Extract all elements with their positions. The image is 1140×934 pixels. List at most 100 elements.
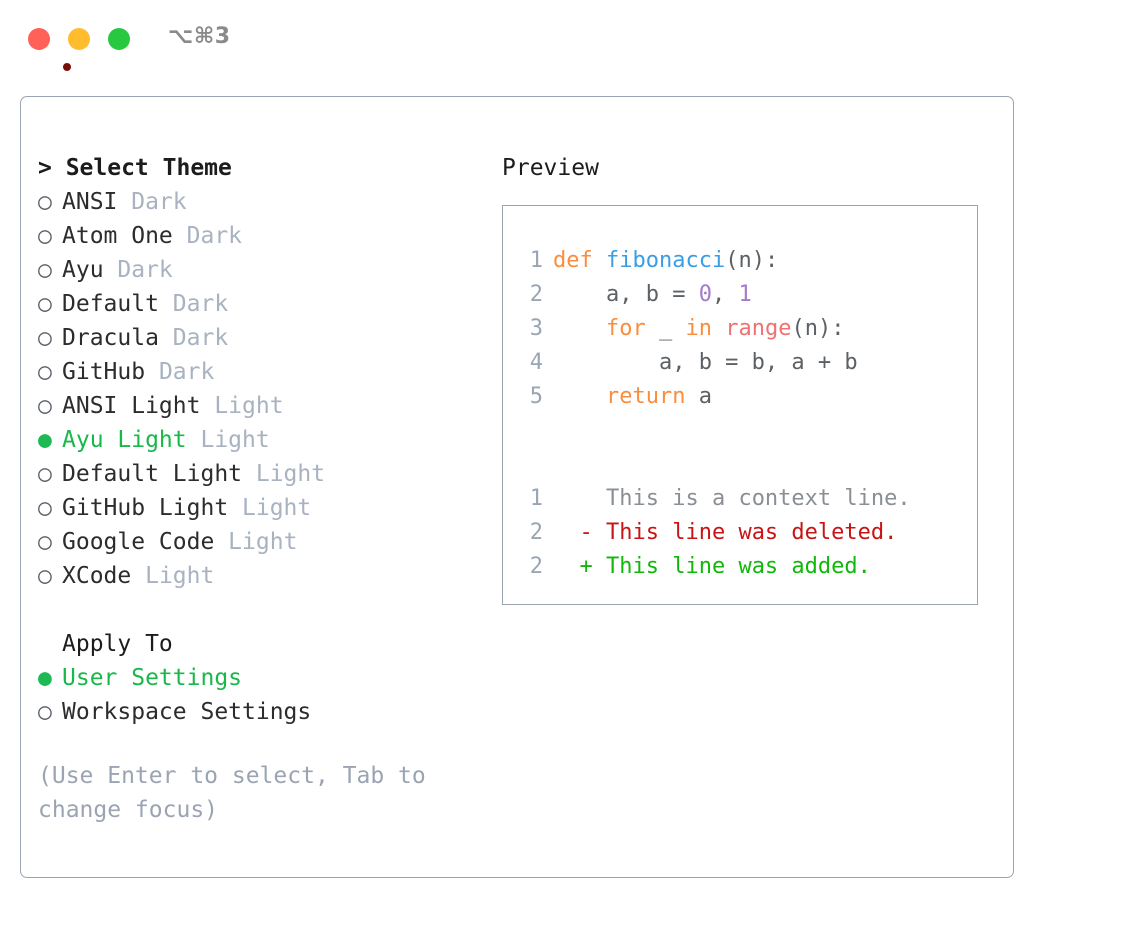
code-token: (n): [791, 316, 845, 341]
theme-option-tag: Light [228, 495, 312, 521]
radio-unselected-icon: ○ [38, 223, 52, 249]
radio-selected-icon: ● [38, 427, 52, 453]
theme-option-default[interactable]: ○ Default Dark [38, 287, 478, 321]
close-button[interactable] [28, 28, 71, 71]
theme-option-ayu[interactable]: ○Ayu Dark [38, 253, 478, 287]
theme-option-label: Default Light [62, 461, 243, 487]
code-line: 4 a, b = b, a + b [521, 346, 977, 380]
theme-option-label: Dracula [62, 325, 159, 351]
theme-option-tag: Dark [172, 223, 243, 249]
theme-option-label: ANSI Light [62, 393, 201, 419]
preview-title: Preview [502, 155, 599, 181]
radio-unselected-icon: ○ [38, 699, 52, 725]
theme-option-tag: Light [200, 393, 284, 419]
diff-marker: - [553, 520, 593, 545]
diff-line-number: 2 [529, 554, 543, 579]
recording-indicator-icon [63, 63, 71, 71]
theme-option-label: Atom One [62, 223, 173, 249]
select-theme-header: > Select Theme [38, 155, 232, 181]
code-token: (n): [725, 248, 779, 273]
radio-selected-icon: ● [38, 665, 52, 691]
code-token: a [685, 384, 712, 409]
diff-line-number: 1 [529, 486, 543, 511]
theme-selector-panel: > Select Theme ○ANSI Dark○Atom One Dark○… [38, 151, 478, 827]
code-line: 2 a, b = 0, 1 [521, 278, 977, 312]
theme-option-xcode[interactable]: ○XCode Light [38, 559, 478, 593]
code-token: in [685, 316, 712, 341]
theme-option-list: ○ANSI Dark○Atom One Dark○Ayu Dark○Defaul… [38, 185, 478, 593]
theme-option-ansi[interactable]: ○ANSI Dark [38, 185, 478, 219]
apply-to-option-label: Workspace Settings [62, 699, 312, 725]
code-line-number: 2 [529, 282, 543, 307]
maximize-button[interactable] [108, 28, 130, 50]
diff-line: 2 - This line was deleted. [521, 516, 977, 550]
diff-line-text: This line was added. [592, 554, 871, 579]
theme-option-tag: Light [186, 427, 270, 453]
code-token: a, b = b, a + b [553, 350, 858, 375]
code-line-number: 4 [529, 350, 543, 375]
theme-option-github[interactable]: ○GitHub Dark [38, 355, 478, 389]
code-token [712, 316, 725, 341]
code-line: 3 for _ in range(n): [521, 312, 977, 346]
apply-to-option-list: ● User Settings ○ Workspace Settings [38, 661, 478, 729]
window-title: ⌥⌘3 [168, 24, 231, 49]
theme-option-default-light[interactable]: ○Default Light Light [38, 457, 478, 491]
radio-unselected-icon: ○ [38, 189, 52, 215]
diff-line-text: This is a context line. [592, 486, 911, 511]
list-spacer [38, 593, 478, 627]
theme-option-label: Ayu [62, 257, 104, 283]
radio-unselected-icon: ○ [38, 359, 52, 385]
diff-sample: 1 This is a context line.2 - This line w… [521, 482, 977, 584]
diff-marker [553, 486, 593, 511]
radio-unselected-icon: ○ [38, 563, 52, 589]
code-line: 5 return a [521, 380, 977, 414]
title-bar: ⌥⌘3 [0, 0, 1140, 78]
code-token: range [725, 316, 792, 341]
theme-option-tag: Light [131, 563, 215, 589]
code-token: 1 [738, 282, 752, 307]
diff-marker: + [553, 554, 593, 579]
theme-option-ayu-light[interactable]: ● Ayu Light Light [38, 423, 478, 457]
radio-unselected-icon: ○ [38, 257, 52, 283]
theme-option-ansi-light[interactable]: ○ ANSI Light Light [38, 389, 478, 423]
code-diff-separator [521, 414, 977, 448]
theme-option-label: Default [62, 291, 159, 317]
theme-option-label: GitHub Light [62, 495, 229, 521]
minimize-button[interactable] [68, 28, 90, 50]
main-card: > Select Theme ○ANSI Dark○Atom One Dark○… [20, 96, 1014, 878]
code-token: _ [645, 316, 686, 341]
theme-option-tag: Dark [158, 291, 229, 317]
radio-unselected-icon: ○ [38, 495, 52, 521]
apply-to-option-user-settings[interactable]: ● User Settings [38, 661, 478, 695]
apply-to-option-workspace-settings[interactable]: ○ Workspace Settings [38, 695, 478, 729]
code-token: a, b = [553, 282, 699, 307]
theme-option-google-code[interactable]: ○Google Code Light [38, 525, 478, 559]
code-token: , [711, 282, 739, 307]
radio-unselected-icon: ○ [38, 291, 52, 317]
theme-option-atom-one[interactable]: ○ Atom One Dark [38, 219, 478, 253]
code-line-number: 1 [529, 248, 543, 273]
theme-option-tag: Light [214, 529, 298, 555]
diff-line-text: This line was deleted. [592, 520, 898, 545]
code-token [553, 384, 606, 409]
diff-line-number: 2 [529, 520, 543, 545]
theme-option-label: GitHub [62, 359, 146, 385]
radio-unselected-icon: ○ [38, 529, 52, 555]
code-token: def [553, 248, 606, 273]
theme-option-github-light[interactable]: ○ GitHub Light Light [38, 491, 478, 525]
apply-to-option-label: User Settings [62, 665, 243, 691]
diff-line: 2 + This line was added. [521, 550, 977, 584]
theme-option-label: Ayu Light [62, 427, 187, 453]
code-line-number: 5 [529, 384, 543, 409]
keyboard-hint-text: (Use Enter to select, Tab to change focu… [38, 763, 426, 823]
theme-option-dracula[interactable]: ○Dracula Dark [38, 321, 478, 355]
radio-unselected-icon: ○ [38, 393, 52, 419]
diff-line: 1 This is a context line. [521, 482, 977, 516]
code-token [553, 316, 606, 341]
code-token: for [605, 316, 646, 341]
radio-unselected-icon: ○ [38, 325, 52, 351]
code-line-number: 3 [529, 316, 543, 341]
